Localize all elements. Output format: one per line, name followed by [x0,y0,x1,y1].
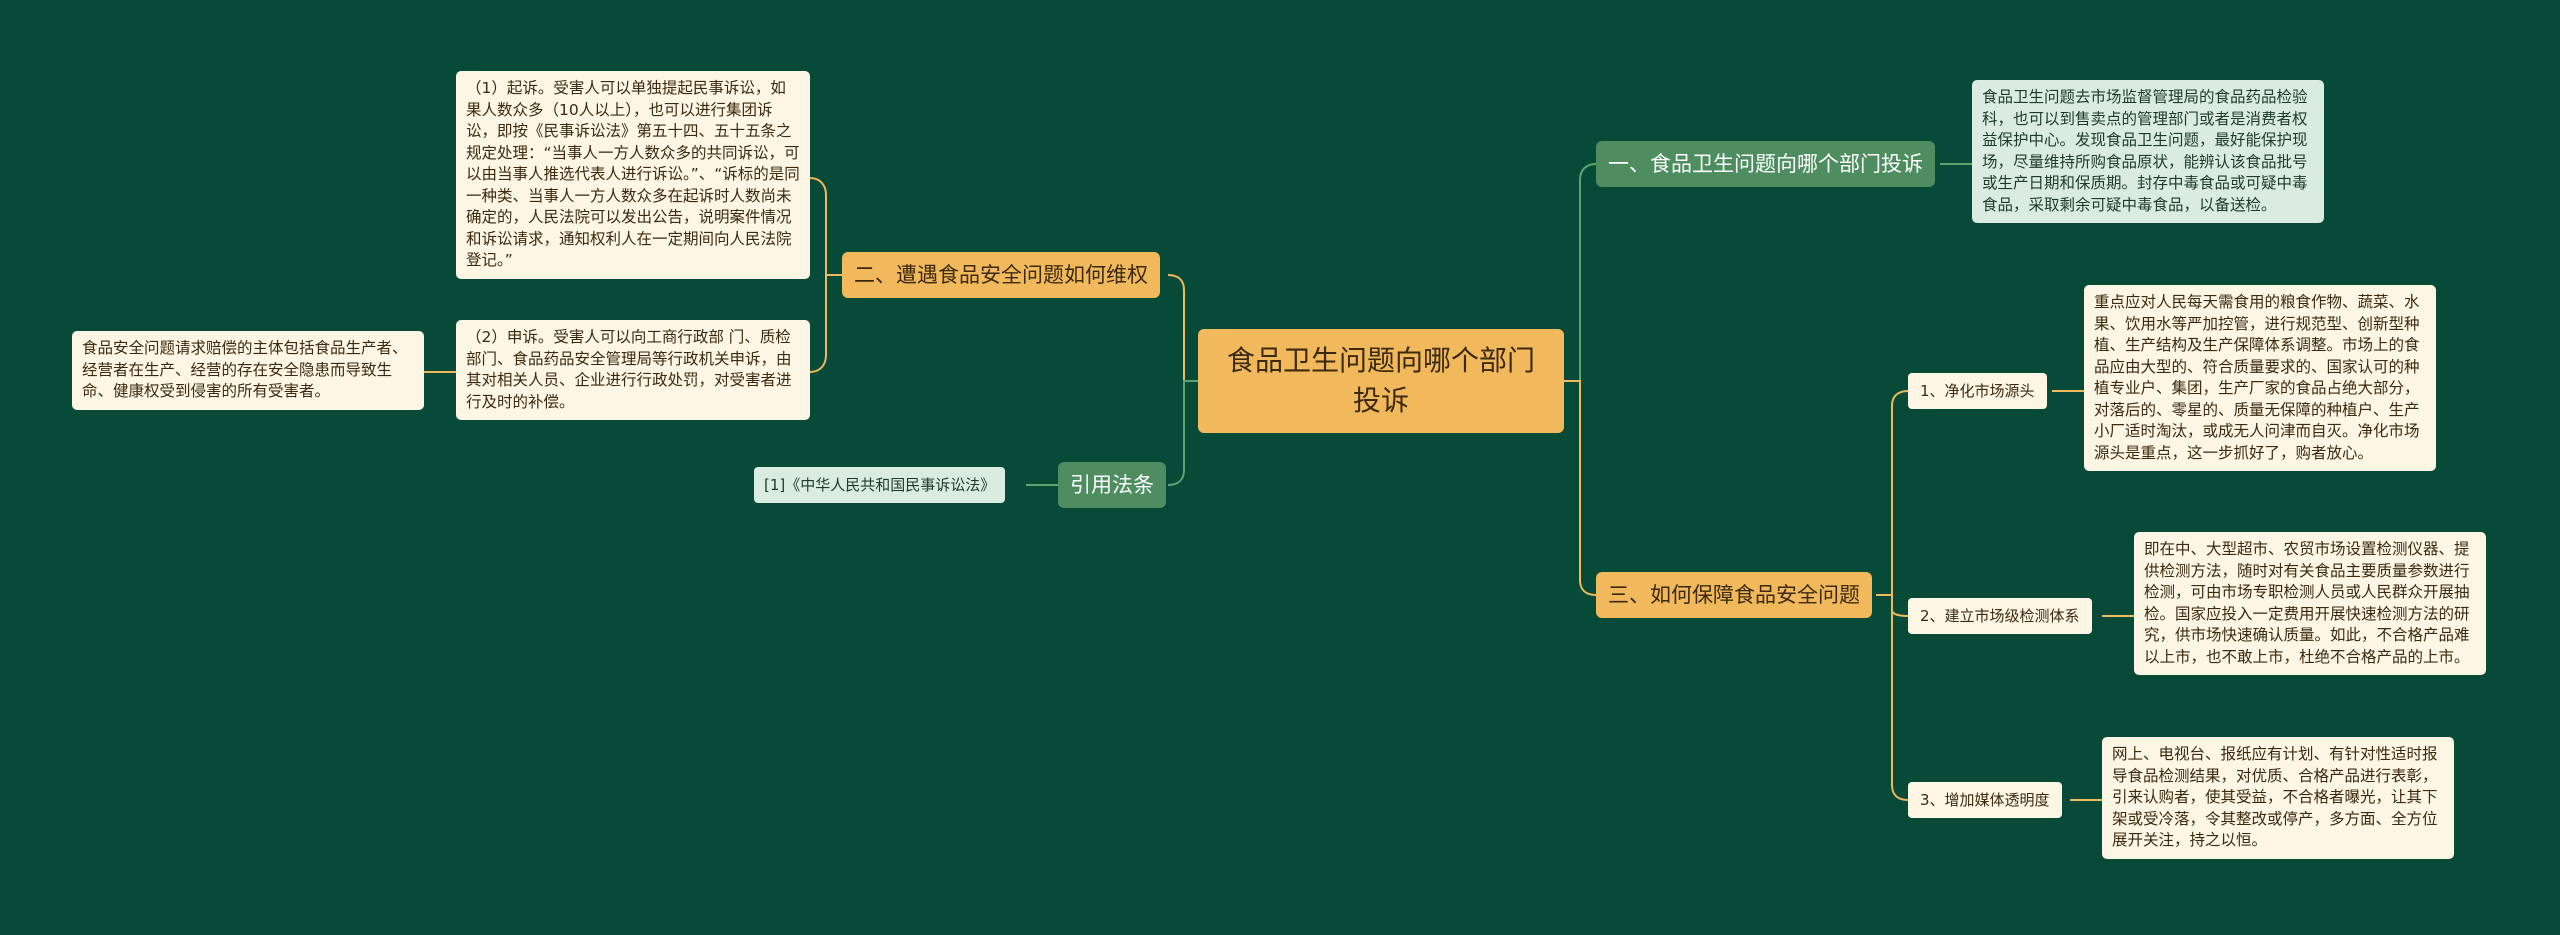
link-branch2-item2 [809,275,827,373]
root-topic-label: 食品卫生问题向哪个部门投诉 [1226,344,1535,417]
link-branch3-item2 [1876,594,1893,616]
sub-topic-purify-source[interactable]: 1、净化市场源头 [1908,373,2047,409]
branch-complaint-department-label: 一、食品卫生问题向哪个部门投诉 [1608,152,1923,176]
link-root-branch2 [1167,274,1198,382]
compensation-subject-detail-text: 食品安全问题请求赔偿的主体包括食品生产者、经营者在生产、经营的存在安全隐患而导致… [82,339,408,400]
complaint-department-detail: 食品卫生问题去市场监督管理局的食品药品检验科，也可以到售卖点的管理部门或者是消费… [1972,80,2324,223]
petition-detail-text: （2）申诉。受害人可以向工商行政部 门、质检部门、食品药品安全管理局等行政机关申… [466,328,792,411]
link-root-branch1 [1564,163,1597,382]
law-reference-text: [1]《中华人民共和国民事诉讼法》 [764,476,996,494]
link-branch3-item3 [1891,612,1909,801]
link-root-branch3 [1564,380,1597,596]
media-transparency-detail-text: 网上、电视台、报纸应有计划、有针对性适时报导食品检测结果，对优质、合格产品进行表… [2112,745,2438,849]
sub-topic-testing-system[interactable]: 2、建立市场级检测体系 [1908,598,2092,634]
link-branch3-item2b [1891,609,1909,617]
branch-cited-law-label: 引用法条 [1070,473,1154,497]
branch-food-safety-guarantee[interactable]: 三、如何保障食品安全问题 [1596,572,1872,618]
testing-system-detail-text: 即在中、大型超市、农贸市场设置检测仪器、提供检测方法，随时对有关食品主要质量参数… [2144,540,2470,666]
branch-complaint-department[interactable]: 一、食品卫生问题向哪个部门投诉 [1596,141,1935,187]
purify-source-detail-text: 重点应对人民每天需食用的粮食作物、蔬菜、水果、饮用水等严加控管，进行规范型、创新… [2094,293,2420,462]
root-topic[interactable]: 食品卫生问题向哪个部门投诉 [1198,329,1564,433]
media-transparency-detail: 网上、电视台、报纸应有计划、有针对性适时报导食品检测结果，对优质、合格产品进行表… [2102,737,2454,859]
branch-rights-protection[interactable]: 二、遭遇食品安全问题如何维权 [842,252,1160,298]
sub-topic-media-transparency[interactable]: 3、增加媒体透明度 [1908,782,2062,818]
law-reference[interactable]: [1]《中华人民共和国民事诉讼法》 [754,467,1006,503]
branch-food-safety-guarantee-label: 三、如何保障食品安全问题 [1608,583,1860,607]
link-root-law [1167,380,1198,486]
lawsuit-detail-text: （1）起诉。受害人可以单独提起民事诉讼，如果人数众多（10人以上），也可以进行集… [466,79,800,269]
sub-topic-media-transparency-label: 3、增加媒体透明度 [1920,791,2050,809]
testing-system-detail: 即在中、大型超市、农贸市场设置检测仪器、提供检测方法，随时对有关食品主要质量参数… [2134,532,2486,675]
branch-rights-protection-label: 二、遭遇食品安全问题如何维权 [854,263,1148,287]
sub-topic-testing-system-label: 2、建立市场级检测体系 [1920,607,2080,625]
sub-topic-purify-source-label: 1、净化市场源头 [1920,382,2035,400]
branch-cited-law[interactable]: 引用法条 [1058,462,1166,508]
link-branch2-item1 [809,177,842,276]
complaint-department-detail-text: 食品卫生问题去市场监督管理局的食品药品检验科，也可以到售卖点的管理部门或者是消费… [1982,88,2308,214]
purify-source-detail: 重点应对人民每天需食用的粮食作物、蔬菜、水果、饮用水等严加控管，进行规范型、创新… [2084,285,2436,471]
petition-detail: （2）申诉。受害人可以向工商行政部 门、质检部门、食品药品安全管理局等行政机关申… [456,320,810,420]
compensation-subject-detail: 食品安全问题请求赔偿的主体包括食品生产者、经营者在生产、经营的存在安全隐患而导致… [72,331,424,410]
lawsuit-detail: （1）起诉。受害人可以单独提起民事诉讼，如果人数众多（10人以上），也可以进行集… [456,71,810,279]
link-branch3-item1 [1876,390,1909,596]
